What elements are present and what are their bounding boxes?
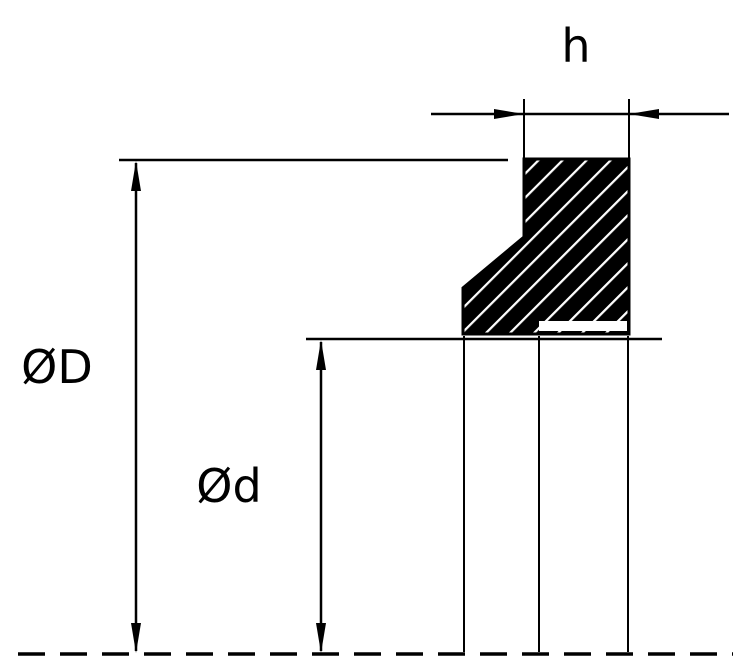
label-outer-diameter: ØD	[21, 340, 93, 394]
label-height: h	[561, 19, 590, 73]
extension-lines-diameter	[463, 336, 629, 652]
h-arrow-left	[494, 109, 524, 119]
id-arrow-down	[316, 623, 326, 653]
label-inner-diameter: Ød	[196, 459, 261, 513]
od-arrow-up	[131, 161, 141, 191]
seal-cross-section	[461, 157, 631, 336]
h-arrow-right	[629, 109, 659, 119]
dimension-outer-diameter	[119, 158, 508, 653]
seal-profile	[461, 157, 631, 336]
od-arrow-down	[131, 623, 141, 653]
id-arrow-up	[316, 340, 326, 370]
seal-heel-notch	[539, 321, 627, 331]
dimension-inner-diameter	[306, 337, 662, 653]
dimension-height	[431, 99, 729, 158]
